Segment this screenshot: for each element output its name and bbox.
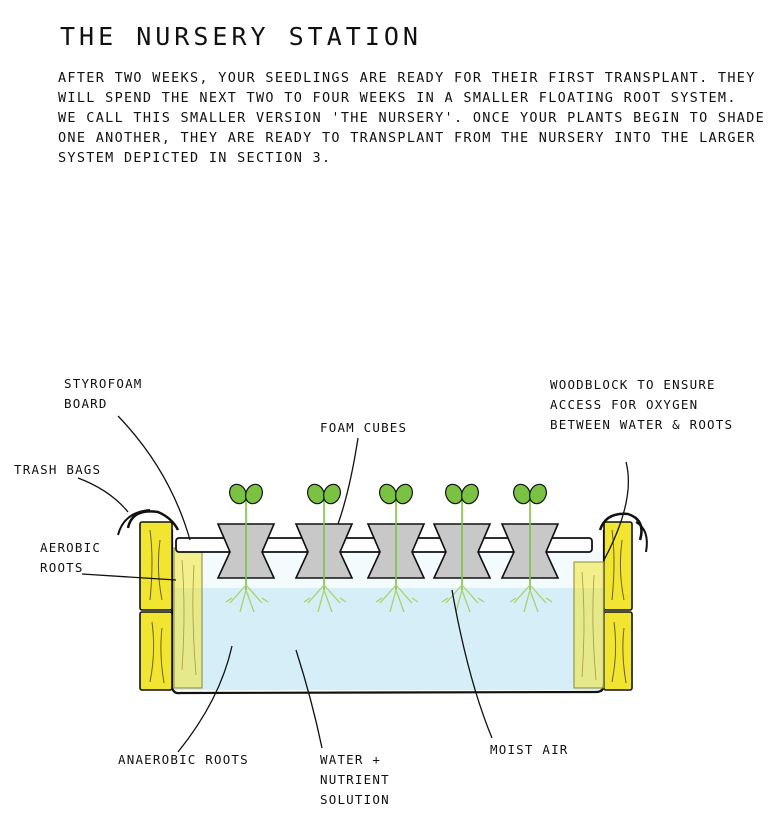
leader-foam-cubes: [337, 437, 359, 525]
label-trash-bags: TRASH BAGS: [14, 462, 102, 477]
water-body: [172, 588, 604, 690]
leader-lines: [77, 415, 629, 753]
left-woodblock: [139, 521, 173, 691]
seedling-5: [500, 483, 560, 613]
seedling-2: [294, 483, 354, 613]
label-aerobic-roots: AEROBIC ROOTS: [40, 540, 102, 575]
seedling-4: [432, 483, 492, 613]
trash-bag-left: [126, 510, 180, 531]
leader-water: [295, 649, 323, 749]
leader-styrofoam: [117, 415, 191, 541]
leader-anaerobic: [177, 645, 233, 753]
intro-line: WE CALL THIS SMALLER VERSION 'THE NURSER…: [58, 110, 766, 126]
label-styrofoam-board: STYROFOAM BOARD: [64, 376, 143, 411]
page-title: THE NURSERY STATION: [60, 22, 422, 51]
label-woodblock: WOODBLOCK TO ENSURE ACCESS FOR OXYGEN BE…: [550, 377, 734, 432]
intro-line: AFTER TWO WEEKS, YOUR SEEDLINGS ARE READ…: [58, 70, 756, 86]
label-water-solution: WATER + NUTRIENT SOLUTION: [320, 752, 390, 807]
intro-line: WILL SPEND THE NEXT TWO TO FOUR WEEKS IN…: [58, 90, 737, 106]
leader-moist-air: [451, 589, 493, 739]
label-anaerobic-roots: ANAEROBIC ROOTS: [118, 752, 249, 767]
leader-trash-bags: [77, 477, 129, 513]
left-inner-block: [173, 547, 203, 689]
intro-paragraph: AFTER TWO WEEKS, YOUR SEEDLINGS ARE READ…: [58, 68, 766, 168]
intro-line: ONE ANOTHER, THEY ARE READY TO TRANSPLAN…: [58, 130, 756, 146]
trash-bag-left-2: [117, 509, 151, 536]
seedling-1: [216, 483, 276, 613]
trash-bag-right: [598, 512, 643, 541]
leader-aerobic: [81, 573, 177, 581]
trash-bag-right-2: [635, 521, 648, 553]
label-moist-air: MOIST AIR: [490, 742, 569, 757]
label-foam-cubes: FOAM CUBES: [320, 420, 408, 435]
seedling-3: [366, 483, 426, 613]
intro-line: SYSTEM DEPICTED IN SECTION 3.: [58, 150, 332, 166]
leader-woodblock: [603, 461, 629, 561]
right-woodblock: [603, 521, 633, 691]
right-inner-block: [573, 561, 605, 689]
